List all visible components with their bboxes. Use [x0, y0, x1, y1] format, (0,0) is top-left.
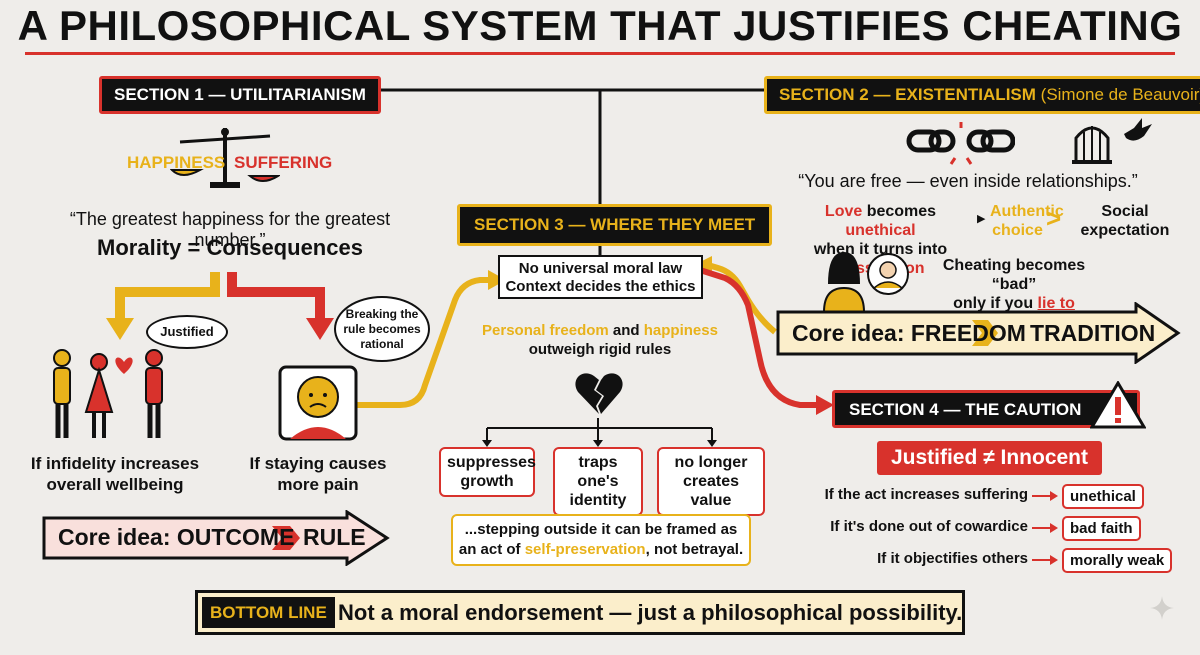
personal-freedom: Personal freedom	[482, 322, 609, 339]
core-idea-rule: RULE	[303, 524, 366, 550]
thought-cloud-justified: Justified	[146, 315, 228, 349]
core-idea-outcome-arrow	[42, 510, 390, 566]
broken-heart-icon	[575, 373, 623, 414]
scale-label-happiness: HAPPINESS	[127, 153, 226, 172]
section-1-header: SECTION 1 — UTILITARIANISM	[99, 76, 381, 114]
caution-verdict-morally-weak: morally weak	[1062, 548, 1173, 573]
branch-traps-identity: traps one's identity	[553, 447, 643, 516]
core-idea-freedom-arrow	[776, 302, 1181, 364]
conclusion-not-betrayal: , not betrayal.	[645, 541, 744, 558]
scale-icon	[170, 128, 280, 188]
conclusion-self-preservation: self-preservation	[524, 541, 646, 558]
self-preservation-box: ...stepping outside it can be framed as …	[451, 514, 751, 566]
love-becomes: becomes	[862, 203, 937, 220]
existentialist-quote: “You are free — even inside relationship…	[798, 171, 1138, 191]
conclusion-act: an act of	[458, 541, 525, 558]
branch-suppresses-growth: suppresses growth	[439, 447, 536, 497]
caution-condition-3: If it objectifies others	[877, 550, 1028, 567]
caution-condition-1: If the act increases suffering	[824, 486, 1028, 503]
authentic-choice: Authentic choice	[990, 203, 1064, 239]
section-2-label: SECTION 2 — EXISTENTIALISM	[779, 85, 1036, 104]
freedom-happiness-text: Personal freedom and happiness outweigh …	[470, 321, 730, 359]
section-4-label: SECTION 4 — THE CAUTION	[849, 400, 1082, 419]
and-word: and	[608, 322, 644, 339]
love-triangle-icon	[53, 349, 163, 438]
page-title: A PHILOSOPHICAL SYSTEM THAT JUSTIFIES CH…	[17, 2, 1183, 49]
bottom-line-banner: BOTTOM LINE Not a moral endorsement — ju…	[195, 590, 965, 635]
law-line-2: Context decides the ethics	[505, 278, 696, 295]
utilitarian-quote: “The greatest happiness for the greatest…	[69, 209, 391, 250]
love-unethical: unethical	[845, 222, 916, 239]
arrow-right-icon: ▶	[977, 213, 986, 225]
thought-cloud-rational: Breaking the rule becomes rational	[334, 296, 430, 362]
justified-not-innocent: Justified ≠ Innocent	[877, 441, 1102, 475]
two-faces-icon	[822, 252, 909, 313]
cheating-line-1: Cheating becomes “bad”	[942, 257, 1086, 293]
happiness-word: happiness	[643, 322, 718, 339]
section-2-header: SECTION 2 — EXISTENTIALISM (Simone de Be…	[764, 76, 1200, 114]
conclusion-line-2: an act of self-preservation, not betraya…	[453, 540, 749, 560]
caution-verdict-unethical: unethical	[1062, 484, 1144, 509]
law-line-1: No universal moral law	[518, 260, 683, 277]
outweigh-rules: outweigh rigid rules	[528, 341, 672, 358]
morality-formula: Morality = Consequences	[97, 235, 363, 260]
warning-icon	[1090, 381, 1146, 429]
social-expectation: Social expectation	[1080, 203, 1170, 239]
core-idea-tradition: TRADITION	[1030, 320, 1156, 346]
conclusion-line-1: ...stepping outside it can be framed as	[464, 521, 738, 538]
love-word: Love	[824, 203, 863, 220]
bottom-line-tag: BOTTOM LINE	[202, 597, 335, 628]
caution-condition-2: If it's done out of cowardice	[830, 518, 1028, 535]
scale-label-suffering: SUFFERING	[234, 153, 333, 172]
title-underline	[25, 52, 1175, 55]
broken-chain-icon	[906, 122, 1015, 165]
section-2-author: (Simone de Beauvoir)	[1040, 85, 1200, 104]
no-universal-law-box: No universal moral law Context decides t…	[498, 255, 703, 299]
birdcage-icon	[1072, 118, 1152, 164]
sad-face-icon	[278, 365, 358, 441]
caption-infidelity: If infidelity increases overall wellbein…	[30, 454, 200, 494]
cheating-line-2: only if you	[953, 295, 1038, 312]
sparkle-icon	[1150, 596, 1174, 620]
core-idea-freedom: Core idea: FREEDOM	[792, 320, 1026, 346]
core-idea-outcome: Core idea: OUTCOME	[58, 524, 295, 550]
section-4-header: SECTION 4 — THE CAUTION	[832, 390, 1140, 428]
chevron-right-icon: >	[1046, 203, 1062, 233]
bottom-line-text: Not a moral endorsement — just a philoso…	[338, 600, 963, 625]
caption-more-pain: If staying causes more pain	[249, 454, 387, 494]
section-3-header: SECTION 3 — WHERE THEY MEET	[457, 204, 773, 246]
branch-no-value: no longer creates value	[657, 447, 765, 516]
caution-verdict-bad-faith: bad faith	[1062, 516, 1141, 541]
